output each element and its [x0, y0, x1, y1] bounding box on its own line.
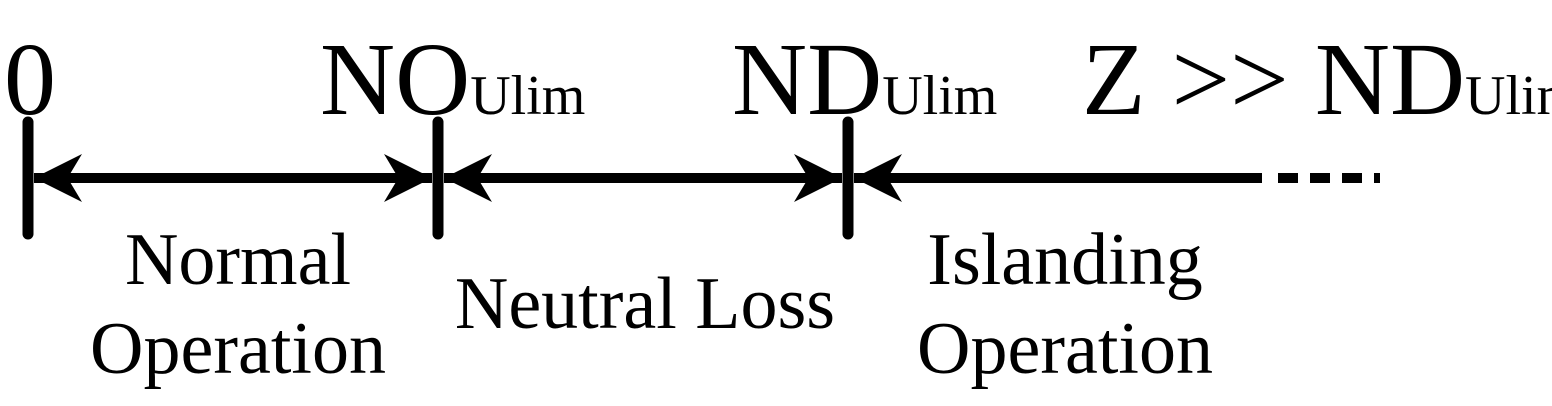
label-zero: 0	[4, 28, 56, 132]
zero-text: 0	[4, 22, 56, 137]
no-sub-text: Ulim	[470, 65, 586, 127]
nd-sub-text: Ulim	[882, 65, 998, 127]
z-sub-text: Ulim	[1465, 65, 1552, 127]
neutral-text: Neutral Loss	[454, 263, 836, 345]
region-normal-operation: Normal Operation	[58, 216, 418, 394]
nd-main-text: ND	[732, 22, 883, 137]
islanding-line2: Operation	[917, 307, 1213, 390]
islanding-line1: Islanding	[927, 219, 1203, 301]
label-no-ulim: NOUlim	[320, 28, 585, 132]
no-main-text: NO	[320, 22, 471, 137]
label-z-much-greater: Z >> NDUlim	[1082, 28, 1552, 132]
z-main-text: Z >> ND	[1082, 22, 1466, 137]
normal-line2: Operation	[90, 307, 386, 390]
region-islanding-operation: Islanding Operation	[880, 216, 1250, 394]
label-nd-ulim: NDUlim	[732, 28, 997, 132]
normal-line1: Normal	[124, 219, 352, 301]
region-neutral-loss: Neutral Loss	[440, 260, 850, 349]
